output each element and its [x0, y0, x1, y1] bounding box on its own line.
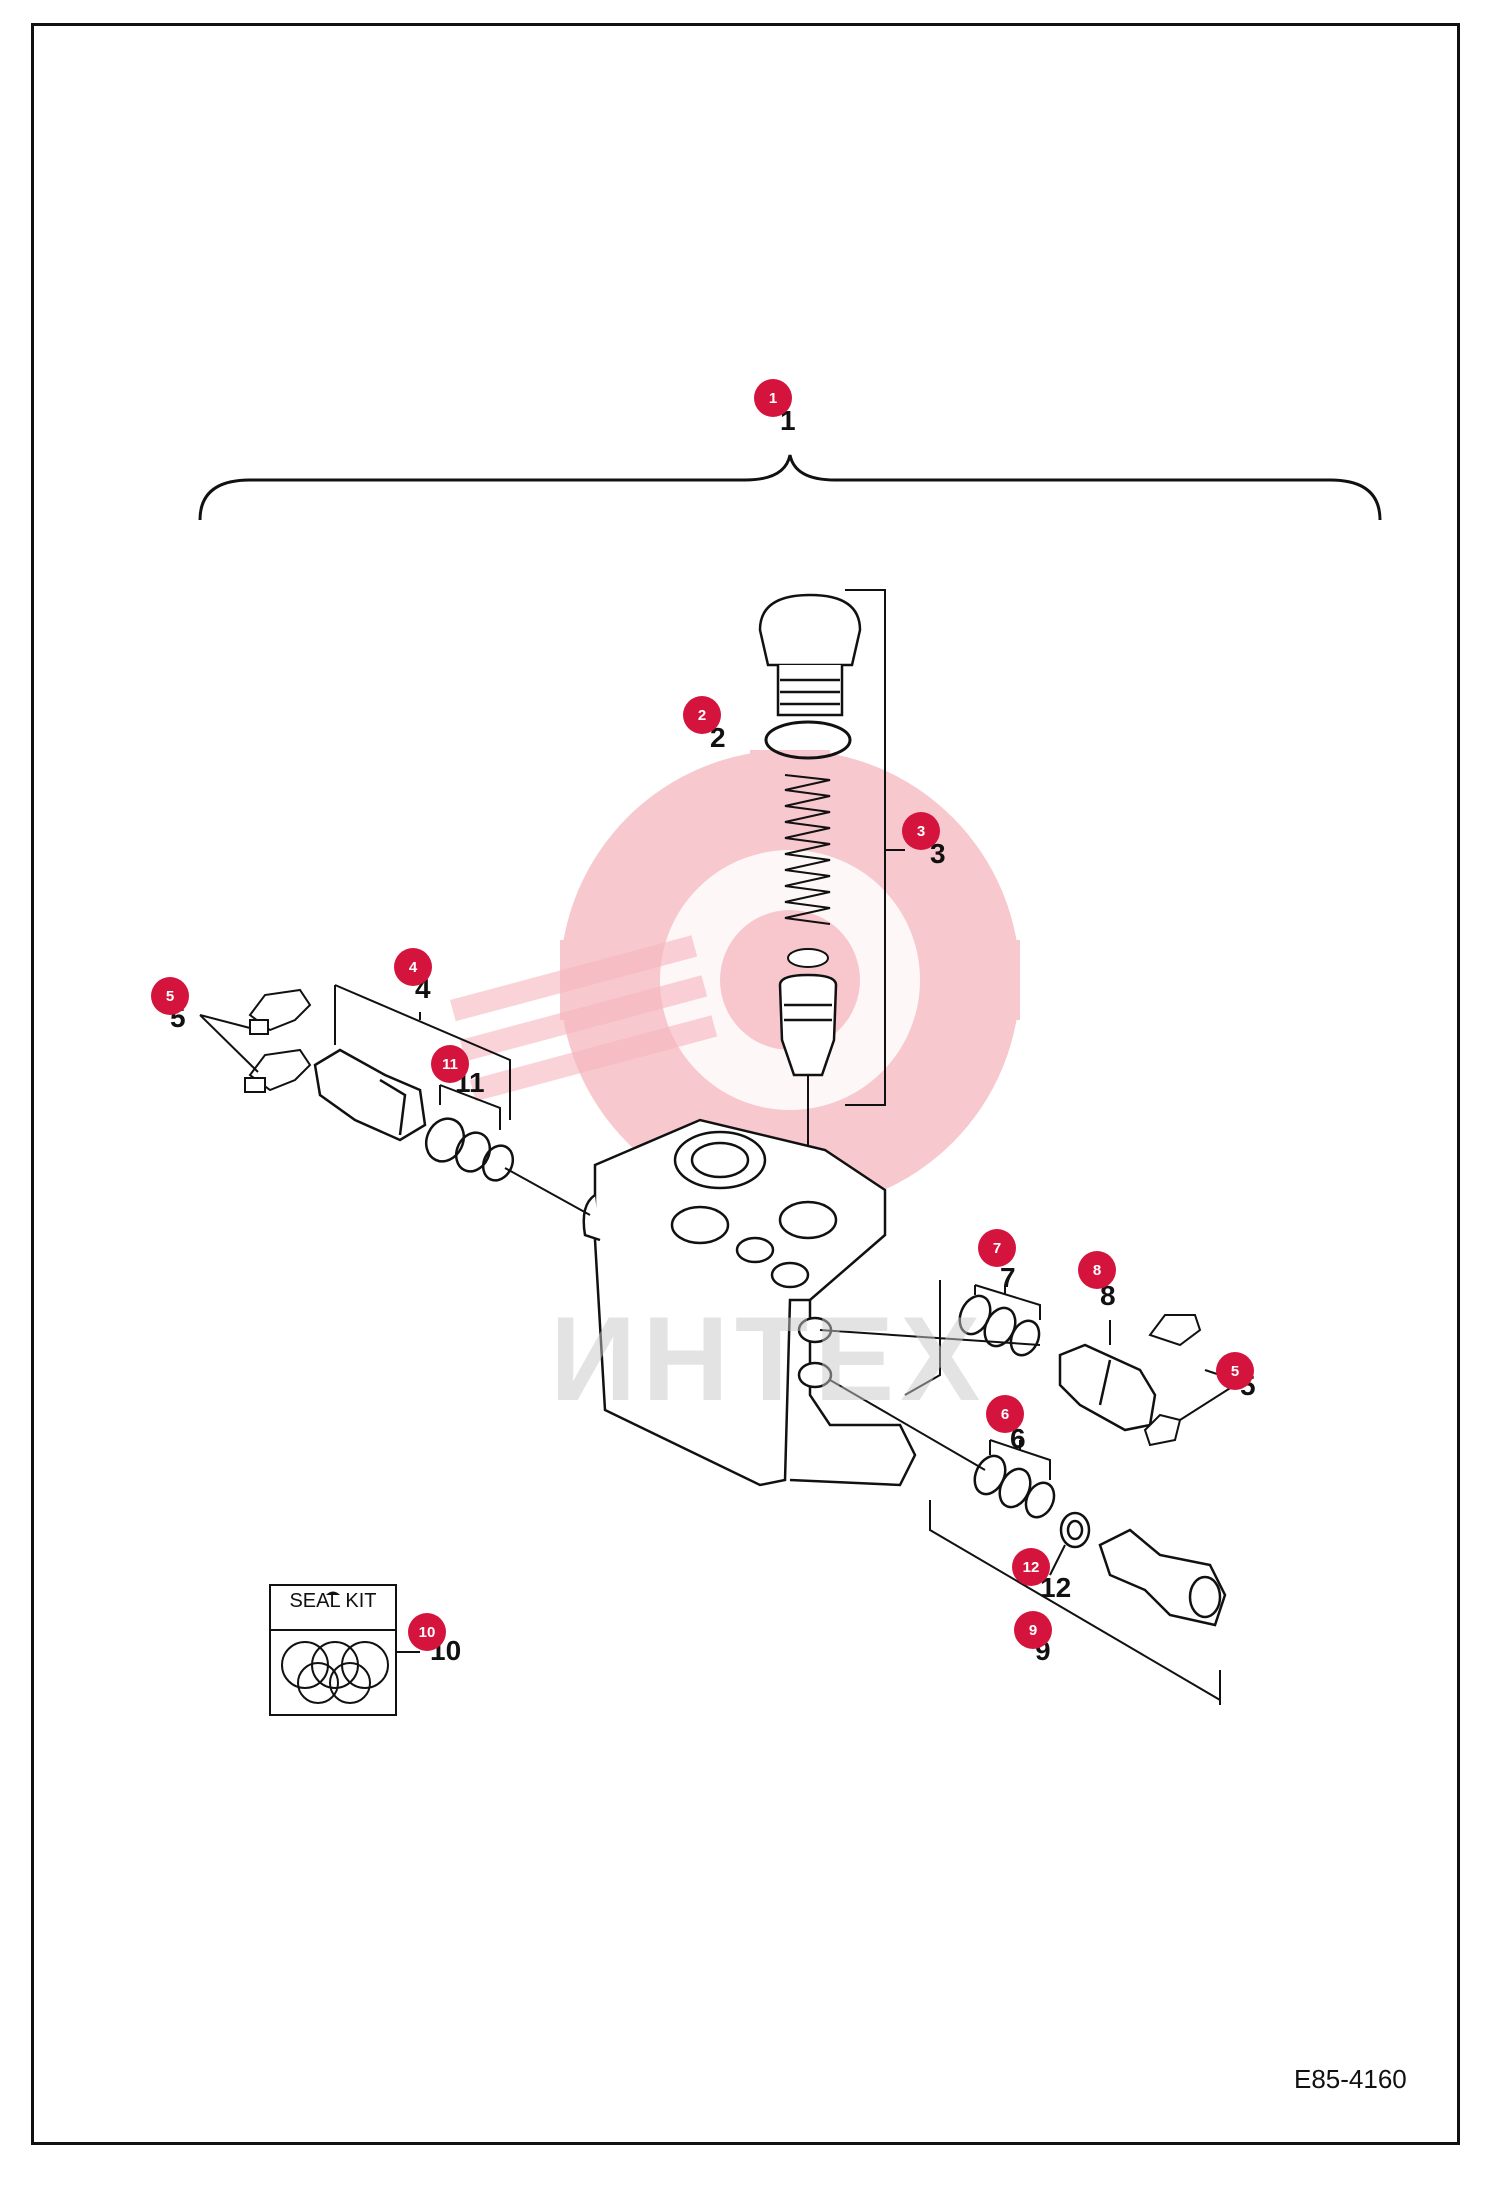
callout-9[interactable]: 9 — [1014, 1611, 1052, 1649]
watermark-text: ИНТЕХ — [550, 1292, 987, 1426]
bracket-9 — [929, 1500, 1221, 1705]
clip-left-upper — [248, 988, 312, 1035]
part-number-3: 3 — [930, 838, 946, 869]
spring — [784, 774, 831, 925]
cartridge-9 — [1098, 1528, 1227, 1627]
bracket-4 — [334, 984, 511, 1120]
clip-left-lower — [244, 1048, 312, 1093]
callout-10[interactable]: 10 — [408, 1613, 446, 1651]
poppet — [778, 973, 838, 1077]
cartridge-cap — [758, 593, 862, 717]
callout-3[interactable]: 3 — [902, 812, 940, 850]
assembly-brace — [198, 454, 1382, 521]
bracket-3 — [845, 589, 905, 1106]
bracket-7 — [974, 1284, 1041, 1320]
callout-2[interactable]: 2 — [683, 696, 721, 734]
seal-kit-box — [269, 1584, 397, 1716]
part-number-8: 8 — [1100, 1280, 1116, 1311]
drawing-frame — [31, 23, 1460, 2145]
callout-1[interactable]: 1 — [754, 379, 792, 417]
part-number-7: 7 — [1000, 1262, 1016, 1293]
plug-12 — [1059, 1511, 1091, 1549]
relief-valve-8 — [1058, 1343, 1157, 1432]
callout-5b[interactable]: 5 — [1216, 1352, 1254, 1390]
o-ring-2 — [764, 720, 852, 760]
callout-8[interactable]: 8 — [1078, 1251, 1116, 1289]
clip-right-upper — [1148, 1314, 1202, 1347]
callout-11[interactable]: 11 — [431, 1045, 469, 1083]
callout-4[interactable]: 4 — [394, 948, 432, 986]
bracket-6 — [989, 1439, 1051, 1480]
callout-12[interactable]: 12 — [1012, 1548, 1050, 1586]
seal-kit-label: SEAL KIT — [289, 1590, 377, 1612]
callout-5a[interactable]: 5 — [151, 977, 189, 1015]
relief-valve-4 — [313, 1048, 427, 1142]
callout-7[interactable]: 7 — [978, 1229, 1016, 1267]
spring-seat — [787, 948, 829, 968]
valve-block — [582, 1118, 917, 1487]
drawing-code: E85-4160 — [1294, 2064, 1407, 2094]
callout-6[interactable]: 6 — [986, 1395, 1024, 1433]
bracket-11 — [439, 1084, 501, 1130]
clip-right-lower — [1143, 1413, 1182, 1447]
